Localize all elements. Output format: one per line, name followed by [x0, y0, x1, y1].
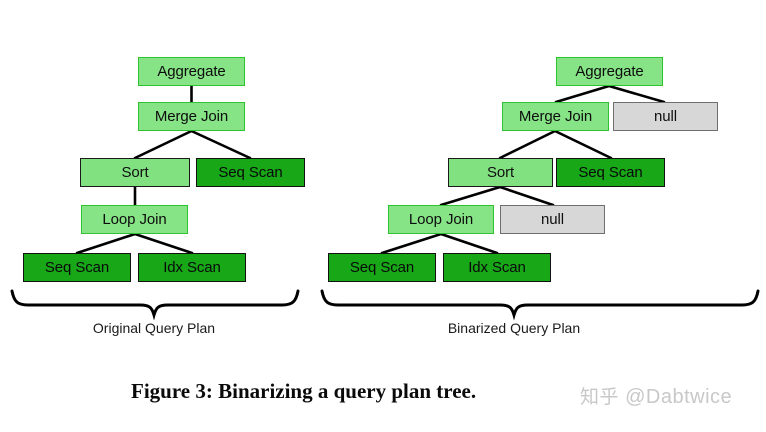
edge-r-loop-join-idx-scan	[439, 232, 499, 255]
node-l-seq-scan-lower[interactable]: Seq Scan	[23, 253, 131, 282]
edge-l-loop-join-seq-scan	[75, 232, 137, 255]
node-r-seq-scan-lower[interactable]: Seq Scan	[328, 253, 436, 282]
watermark-cjk-text: 知乎	[580, 386, 620, 408]
left-tree-brace	[10, 289, 300, 321]
node-r-sort[interactable]: Sort	[448, 158, 553, 187]
node-l-loop-join[interactable]: Loop Join	[81, 205, 188, 234]
watermark-handle-text: @Dabtwice	[625, 386, 733, 408]
edge-l-loop-join-idx-scan	[133, 232, 194, 255]
node-r-null-upper[interactable]: null	[613, 102, 718, 131]
edge-r-aggregate-null	[607, 84, 666, 104]
edge-l-merge-join-sort	[133, 129, 193, 160]
node-r-seq-scan-upper[interactable]: Seq Scan	[556, 158, 665, 187]
node-l-idx-scan[interactable]: Idx Scan	[138, 253, 246, 282]
figure-caption: Figure 3: Binarizing a query plan tree.	[131, 379, 477, 403]
node-l-aggregate[interactable]: Aggregate	[138, 57, 245, 86]
edge-l-merge-join-seq-scan	[190, 129, 252, 160]
right-tree-brace	[320, 289, 760, 321]
node-l-seq-scan-upper[interactable]: Seq Scan	[196, 158, 305, 187]
edge-r-sort-null	[498, 185, 555, 207]
node-r-null-lower[interactable]: null	[500, 205, 605, 234]
watermark: 知乎 @Dabtwice	[580, 382, 732, 409]
edge-r-merge-join-sort	[498, 129, 557, 160]
node-r-aggregate[interactable]: Aggregate	[556, 57, 663, 86]
node-l-merge-join[interactable]: Merge Join	[138, 102, 245, 131]
edge-r-aggregate-merge-join	[554, 84, 611, 104]
node-r-idx-scan[interactable]: Idx Scan	[443, 253, 551, 282]
edge-r-sort-loop-join	[439, 185, 502, 207]
left-tree-label: Original Query Plan	[92, 320, 216, 336]
node-r-merge-join[interactable]: Merge Join	[502, 102, 609, 131]
node-l-sort[interactable]: Sort	[80, 158, 190, 187]
edge-r-merge-join-seq-scan	[553, 129, 613, 160]
node-r-loop-join[interactable]: Loop Join	[388, 205, 494, 234]
edge-r-loop-join-seq-scan	[380, 232, 443, 255]
right-tree-label: Binarized Query Plan	[447, 320, 581, 336]
